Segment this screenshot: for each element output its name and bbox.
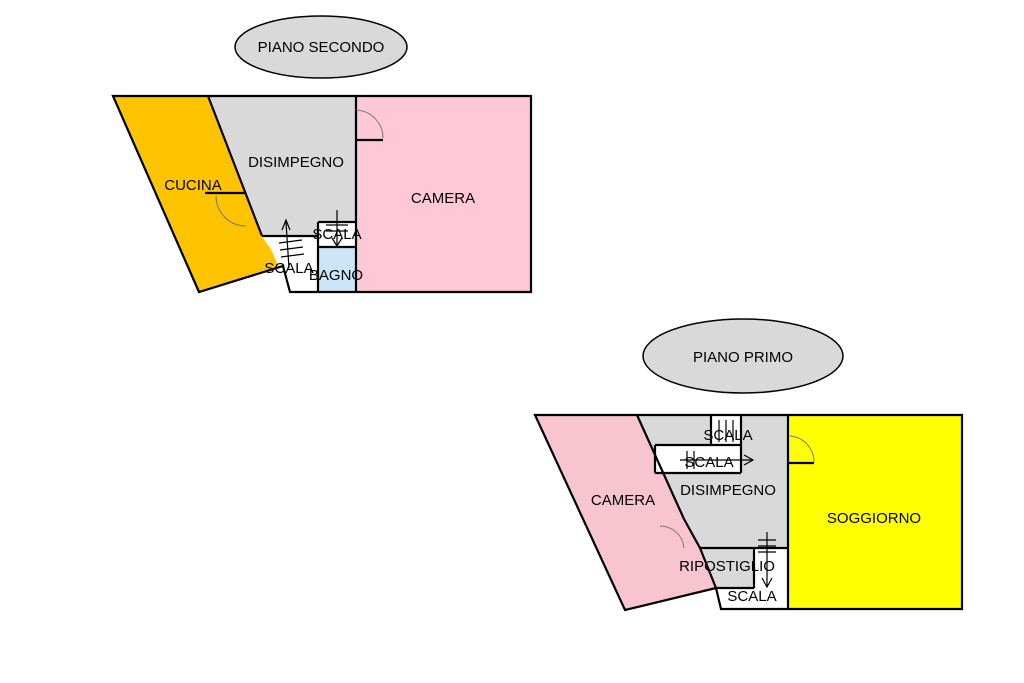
room-camera [535, 415, 716, 610]
room-label-scala: SCALA [684, 454, 733, 471]
room-camera [356, 96, 531, 292]
room-label-ripostiglio: RIPOSTIGLIO [679, 558, 775, 575]
room-cucina [113, 96, 283, 292]
outer-wall [533, 413, 964, 612]
outer-wall [111, 94, 533, 294]
room-scala [655, 445, 741, 473]
room-label-scala: SCALA [312, 226, 361, 243]
room-label-scala: SCALA [703, 427, 752, 444]
wall [683, 518, 701, 549]
room-label-scala: SCALA [727, 588, 776, 605]
door-arc [659, 525, 685, 549]
stair-marks [278, 210, 348, 269]
wall [206, 95, 264, 237]
room-label-camera: CAMERA [591, 492, 655, 509]
room-label-cucina: CUCINA [164, 177, 222, 194]
room-label-bagno: BAGNO [309, 267, 363, 284]
room-label-disimpegno: DISIMPEGNO [248, 154, 344, 171]
floor-title-badge [234, 15, 408, 79]
room-label-scala: SCALA [264, 260, 313, 277]
wall [698, 547, 718, 589]
floor-piano-secondo: PIANO SECONDO [111, 15, 533, 294]
door-arc [215, 195, 247, 227]
wall [635, 414, 686, 520]
room-ripostiglio [700, 548, 754, 588]
room-label-camera: CAMERA [411, 190, 475, 207]
room-soggiorno [788, 415, 962, 609]
room-disimpegno [208, 96, 356, 236]
floor-title: PIANO PRIMO [693, 349, 793, 366]
room-scala [716, 548, 788, 609]
floor-title-badge [642, 318, 844, 394]
stair-marks [680, 420, 776, 589]
room-label-soggiorno: SOGGIORNO [827, 510, 921, 527]
floor-title: PIANO SECONDO [258, 39, 385, 56]
floor-piano-primo: PIANO PRIMO [533, 318, 964, 612]
door-arc [355, 109, 384, 139]
room-bagno [318, 247, 356, 292]
room-scala-left [265, 236, 318, 292]
door-arc [789, 435, 815, 463]
room-label-disimpegno: DISIMPEGNO [680, 482, 776, 499]
